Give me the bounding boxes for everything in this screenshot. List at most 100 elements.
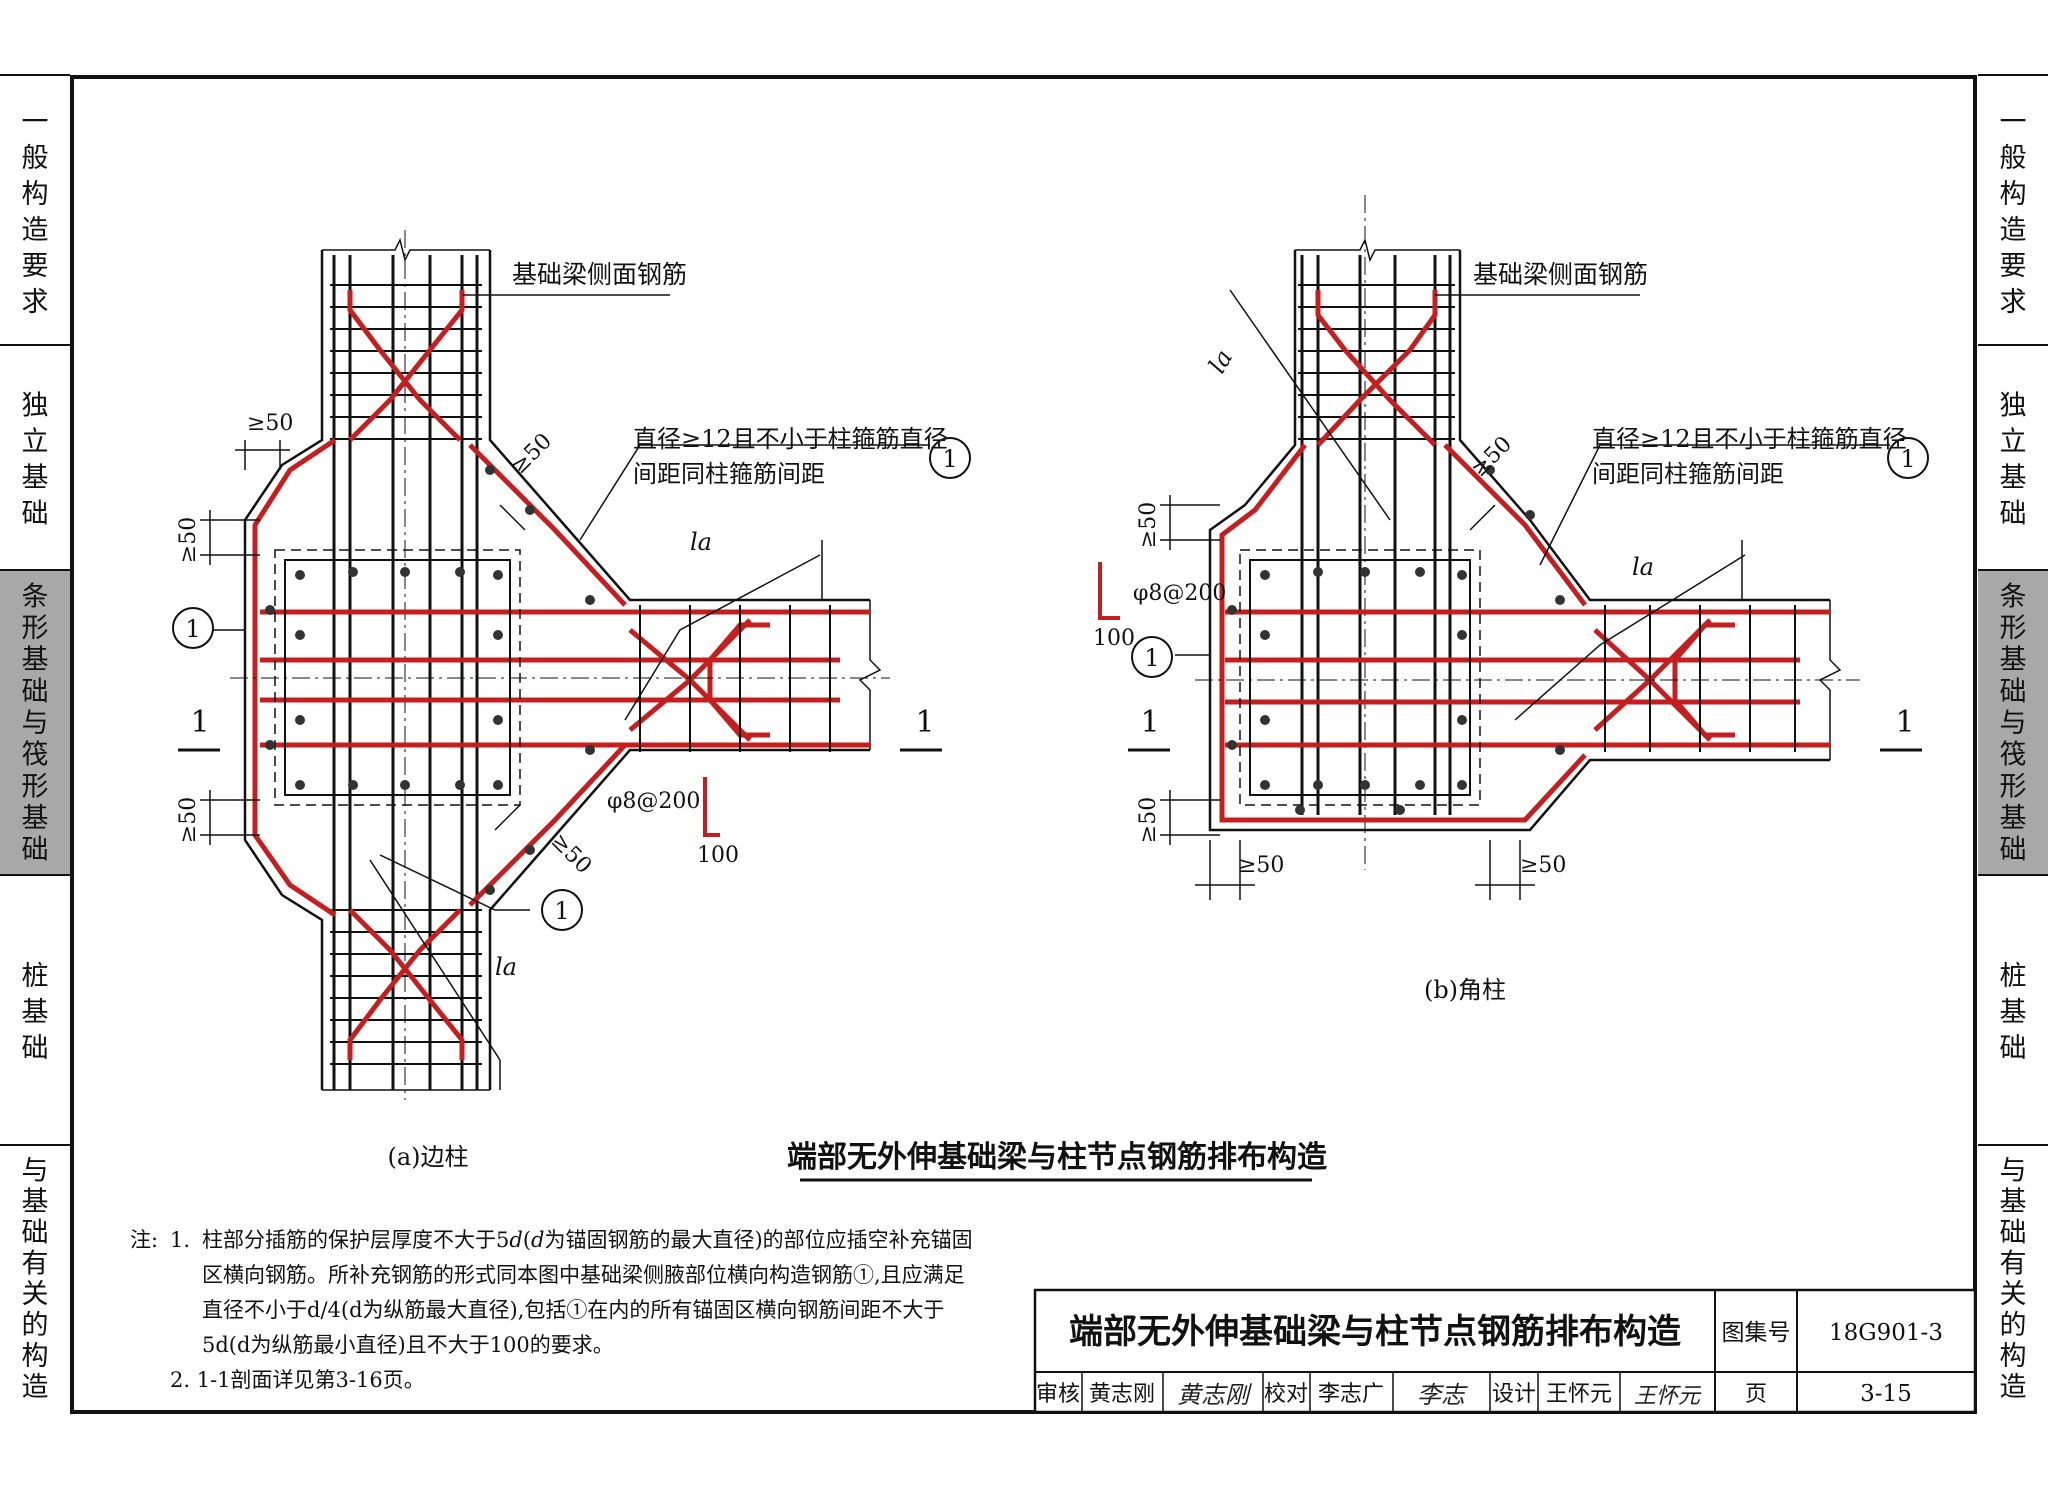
title-block-title: 端部无外伸基础梁与柱节点钢筋排布构造 [1069,1312,1681,1352]
sheet-frame [70,75,1977,1414]
b-bar-dots [1227,465,1565,815]
note-1-line-1: 柱部分插筋的保护层厚度不大于5d(d为锚固钢筋的最大直径)的部位应插空补充锚固 [202,1228,973,1252]
a-dim-50-left-top: ≥50 [176,517,201,563]
left-tab-1[interactable]: 一般构造要求 [22,107,49,318]
bar-dot [1525,510,1535,520]
b-leaders [1175,294,1890,721]
a-section-mark-right: 1 [915,705,934,740]
b-dimension-lines [1160,289,1743,900]
a-anchor-la-beam: la [690,528,712,556]
a-circle-1-bottom [541,889,583,931]
bar-dot [1227,740,1237,750]
b-top-break-line [1295,237,1460,263]
page-number: 3-15 [1860,1381,1912,1407]
note-1-line-4: 5d(d为纵筋最小直径)且不大于100的要求。 [202,1333,614,1357]
b-beam-stirrups [1604,605,1796,752]
a-right-break-line [858,600,882,750]
bar-dot [1555,745,1565,755]
bar-dot [348,567,358,577]
bar-dot [1457,630,1467,640]
bar-dot [1415,780,1425,790]
bar-dot [585,745,595,755]
note-1-line-1-part-a: 柱部分插筋的保护层厚度不大于5 [202,1228,509,1252]
right-tab-2[interactable]: 独立基础 [2000,390,2027,529]
b-rebar-note-line1: 直径≥12且不小于柱箍筋直径 [1592,425,1907,453]
notes-prefix: 注: [130,1228,158,1252]
a-dim-50-haunch-top: ≥50 [507,429,558,480]
left-tab-2[interactable]: 独立基础 [22,390,49,529]
checker-name: 李志广 [1318,1382,1384,1407]
b-dim-50-bottom-right: ≥50 [1520,853,1566,878]
bar-dot [1227,605,1237,615]
a-circle-1-right-text: 1 [942,445,957,473]
bar-dot [1555,595,1565,605]
right-tab-3[interactable]: 条形基础与筏形基础 [2000,581,2027,865]
atlas-label: 图集号 [1722,1320,1791,1346]
a-dimension-lines [200,440,823,1090]
bar-dot [1313,567,1323,577]
b-right-break-line [1818,600,1842,760]
note-1-line-1-d2: d [531,1228,544,1252]
bar-dot [1395,805,1405,815]
bar-dot [265,740,275,750]
reviewer-name: 黄志刚 [1089,1382,1155,1407]
a-dim-50-top: ≥50 [247,411,293,436]
a-column-cross-bars [347,290,770,1060]
bar-dot [585,595,595,605]
a-rebar-note-line2: 间距同柱箍筋间距 [633,460,825,488]
b-circle-1-right-text: 1 [1900,445,1915,473]
note-1-line-2: 区横向钢筋。所补充钢筋的形式同本图中基础梁侧腋部位横向构造钢筋①,且应满足 [202,1263,965,1287]
b-caption: (b)角柱 [1424,976,1506,1004]
bar-dot [455,567,465,577]
page-label: 页 [1745,1382,1767,1407]
bar-dot [295,715,305,725]
title-block: 端部无外伸基础梁与柱节点钢筋排布构造 图集号 18G901-3 审核 黄志刚 黄… [1033,1288,1977,1414]
bar-dot [1457,715,1467,725]
note-1-line-1-part-c: 为锚固钢筋的最大直径)的部位应插空补充锚固 [544,1228,972,1252]
b-anchor-la-beam: la [1632,553,1654,581]
bar-dot [455,780,465,790]
figure-title: 端部无外伸基础梁与柱节点钢筋排布构造 [787,1140,1327,1175]
b-dim-50-left-top: ≥50 [1136,502,1161,548]
b-column-outline-dashed [1239,549,1481,806]
b-beam-bars [1219,609,1830,748]
b-column-ties [1298,284,1455,440]
left-tab-4[interactable]: 桩基础 [22,961,49,1064]
notes: 注: 1. 柱部分插筋的保护层厚度不大于5d(d为锚固钢筋的最大直径)的部位应插… [130,1228,973,1392]
active-tab-bg-right [1978,570,2048,875]
b-stirrup-label: φ8@200 [1133,581,1226,606]
bar-dot [525,505,535,515]
note-1-number: 1. [170,1228,190,1252]
right-tab-4[interactable]: 桩基础 [2000,961,2027,1064]
b-dim-50-left-bottom: ≥50 [1136,797,1161,843]
a-circle-1-right [929,437,971,479]
bar-dot [295,780,305,790]
note-1-line-3: 直径不小于d/4(d为纵筋最大直径),包括①在内的所有锚固区横向钢筋间距不大于 [202,1298,944,1322]
b-side-rebar-label: 基础梁侧面钢筋 [1473,260,1648,289]
diagram-b-corner-column: 基础梁侧面钢筋 直径≥12且不小于柱箍筋直径 间距同柱箍筋间距 1 1 ≥50 … [1093,195,1929,1004]
bar-dot [493,715,503,725]
b-column-bars [1300,255,1452,815]
note-2: 2. 1-1剖面详见第3-16页。 [170,1368,425,1392]
left-tab-5[interactable]: 与基础有关的构造 [22,1156,49,1403]
a-side-rebar-label: 基础梁侧面钢筋 [512,260,687,289]
a-rebar-note-line1: 直径≥12且不小于柱箍筋直径 [633,425,948,453]
atlas-number: 18G901-3 [1829,1320,1943,1346]
right-tab-1[interactable]: 一般构造要求 [2000,107,2027,318]
left-side-tabs [0,74,70,1146]
bar-dot [1260,780,1270,790]
b-section-mark-left: 1 [1140,705,1159,740]
bar-dot [1457,570,1467,580]
right-tab-5[interactable]: 与基础有关的构造 [2000,1156,2027,1403]
a-anchor-la-column: la [495,953,517,981]
a-stirrup-label: φ8@200 [607,789,700,814]
bar-dot [348,780,358,790]
b-circle-1-left [1131,636,1173,678]
bar-dot [1360,780,1370,790]
left-tab-3[interactable]: 条形基础与筏形基础 [22,581,49,865]
b-column-tie-outline [1249,559,1471,796]
bar-dot [1260,715,1270,725]
bar-dot [400,780,410,790]
b-dim-50-bottom-left: ≥50 [1238,853,1284,878]
